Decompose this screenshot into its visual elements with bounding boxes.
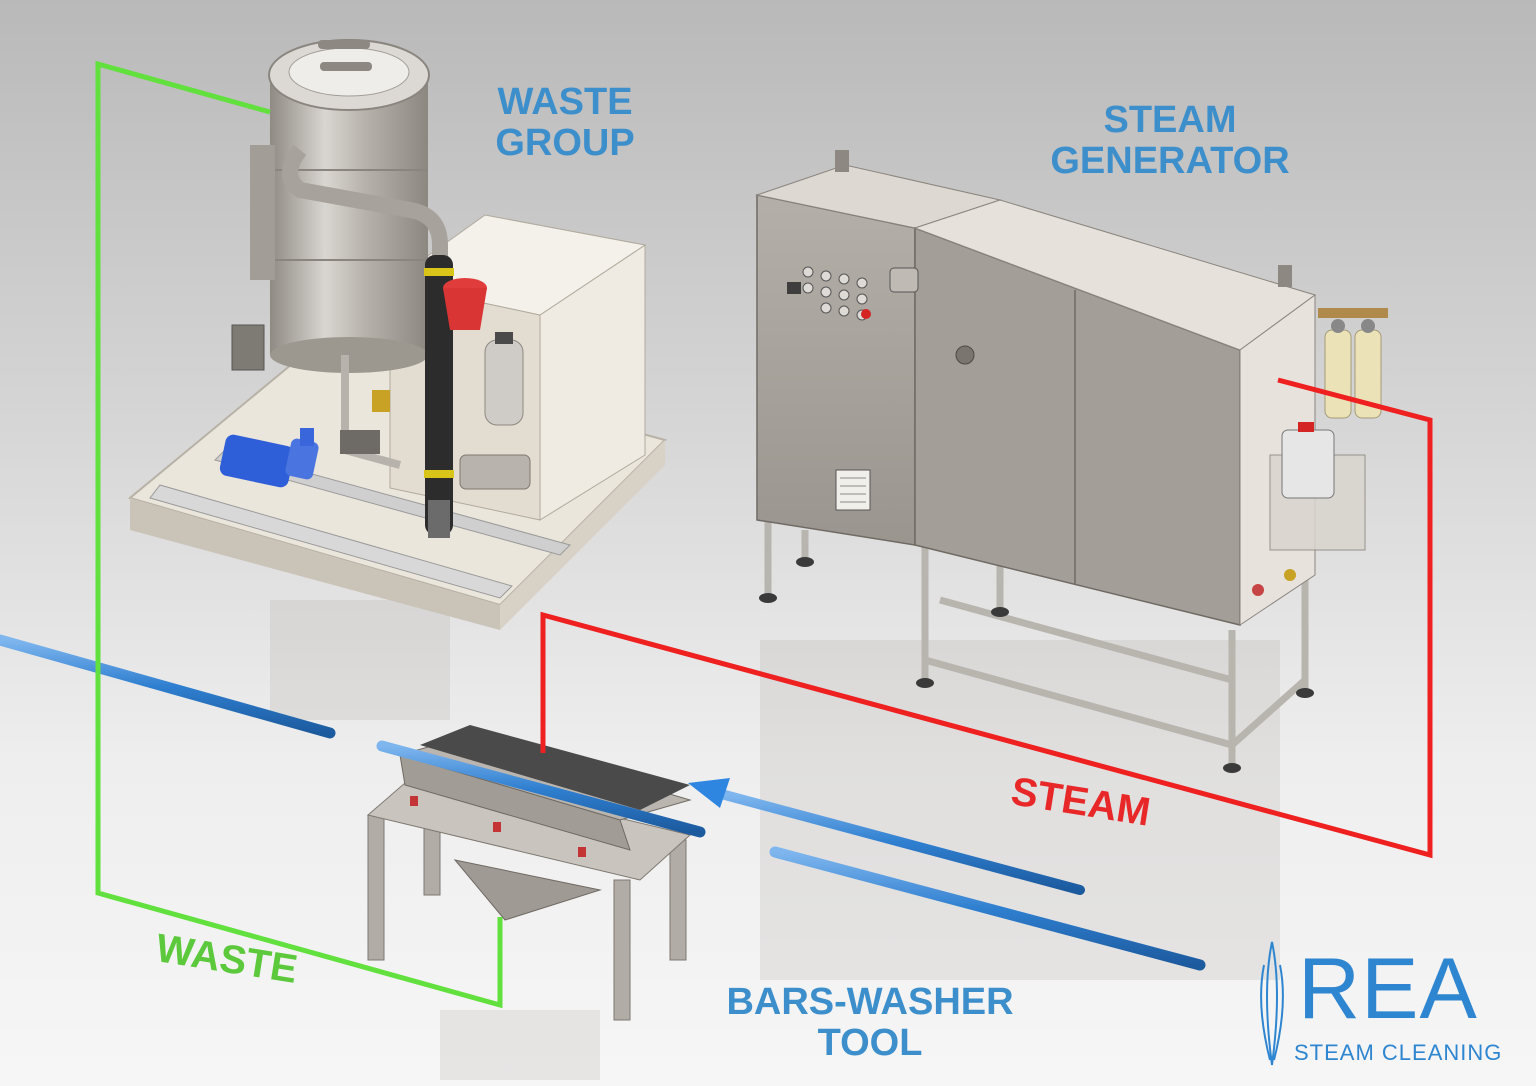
- blue-bar-left: [0, 634, 336, 739]
- waste-group-label: WASTE GROUP: [470, 81, 660, 165]
- bars-washer-tool-label-line-2: TOOL: [817, 1022, 923, 1065]
- bars-washer-tool-label-line-1: BARS-WASHER: [726, 981, 1014, 1023]
- blue-bar-right: [769, 846, 1206, 971]
- rea-logo-drop-icon: [1260, 941, 1284, 1066]
- blue-bar-in-tool: [376, 740, 706, 838]
- steam-generator-unit: [755, 150, 1388, 773]
- steam-generator-label-line-1: STEAM: [1103, 99, 1237, 141]
- blue-bars: [0, 634, 1206, 971]
- steam-generator-label-line-2: GENERATOR: [1050, 140, 1290, 183]
- brand-logo-tagline: STEAM CLEANING: [1294, 1040, 1503, 1065]
- waste-connection-line: [95, 60, 503, 1009]
- bars-washer-tool-unit: [366, 725, 692, 1021]
- feed-direction-arrow: [688, 778, 730, 808]
- vent-grille: [835, 469, 871, 511]
- pump-motor: [219, 428, 319, 488]
- waste-group-label-line-2: GROUP: [495, 122, 635, 165]
- hopper: [453, 859, 602, 921]
- waste-group-label-line-1: WASTE: [497, 81, 633, 123]
- brand-logo-name: REA: [1298, 941, 1478, 1037]
- waste-hose: [425, 255, 453, 535]
- steam-generator-label: STEAM GENERATOR: [1010, 99, 1330, 183]
- waste-group-unit: [127, 39, 667, 630]
- steam-connection-line: [540, 377, 1433, 859]
- bars-washer-tool-label: BARS-WASHER TOOL: [680, 981, 1060, 1065]
- control-buttons: [802, 266, 868, 321]
- blue-bar-middle: [720, 790, 1085, 895]
